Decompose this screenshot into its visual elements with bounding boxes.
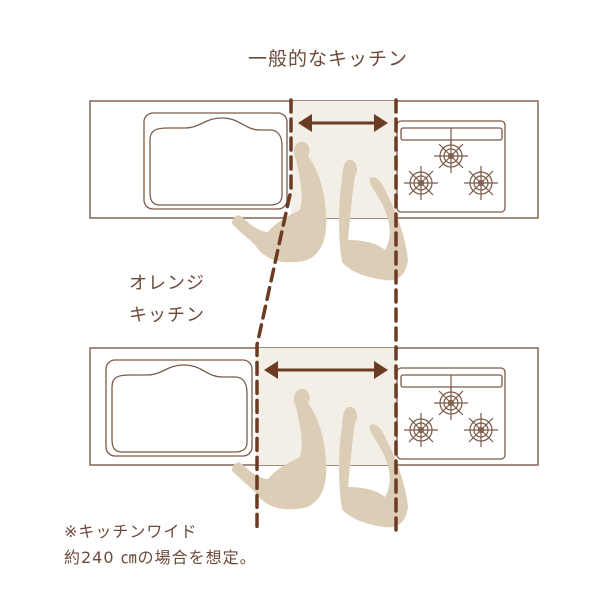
aisle-area (257, 348, 396, 465)
burner-icon (403, 412, 439, 448)
title: 一般的なキッチン (247, 48, 408, 70)
sink-icon (143, 112, 288, 210)
width-arrow-icon (298, 114, 388, 132)
burner-icon (463, 412, 499, 448)
burner-icon (433, 385, 469, 421)
burner-icon (403, 165, 439, 201)
standard-kitchen (89, 100, 539, 281)
burner-icon (433, 138, 469, 174)
width-guide-lines (255, 98, 398, 532)
orange-kitchen-label: オレンジ (129, 273, 205, 294)
footnote: ※キッチンワイド (64, 522, 198, 541)
orange-kitchen (89, 347, 539, 528)
orange-kitchen-label: キッチン (129, 305, 205, 326)
burner-icon (463, 165, 499, 201)
sink-icon (105, 359, 253, 457)
width-arrow-icon (264, 361, 388, 379)
footnote: 約240 ㎝の場合を想定。 (64, 548, 257, 567)
